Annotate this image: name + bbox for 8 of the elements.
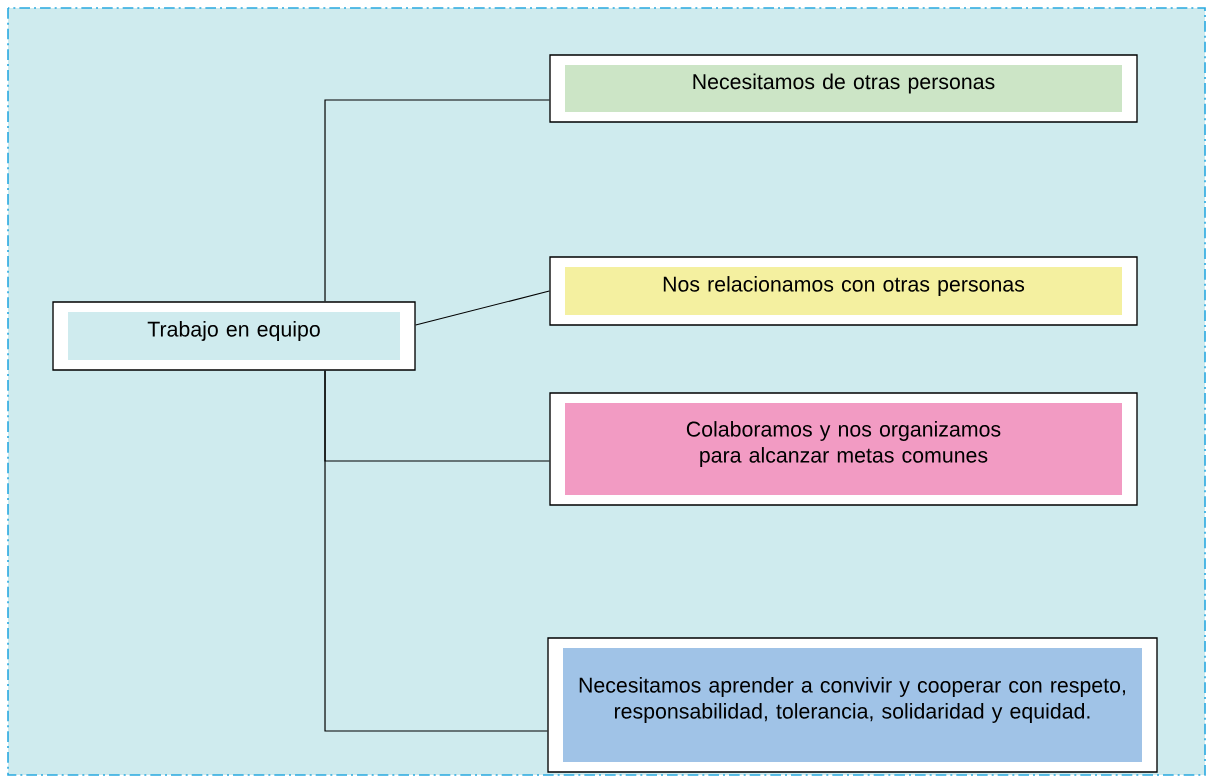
- connector-line: [415, 290, 550, 326]
- text-box: Nos relacionamos con otras personas: [549, 256, 1138, 326]
- connector-line: [324, 370, 548, 732]
- text-box: Colaboramos y nos organizamos para alcanzar metas comunes: [549, 392, 1138, 506]
- text-box: Trabajo en equipo: [52, 301, 416, 371]
- text-box: Necesitamos de otras personas: [549, 54, 1138, 123]
- text-box: Necesitamos aprender a convivir y cooperar con respeto, responsabilidad, tolerancia, solidaridad y equidad.: [547, 637, 1158, 773]
- connector-line: [324, 99, 550, 302]
